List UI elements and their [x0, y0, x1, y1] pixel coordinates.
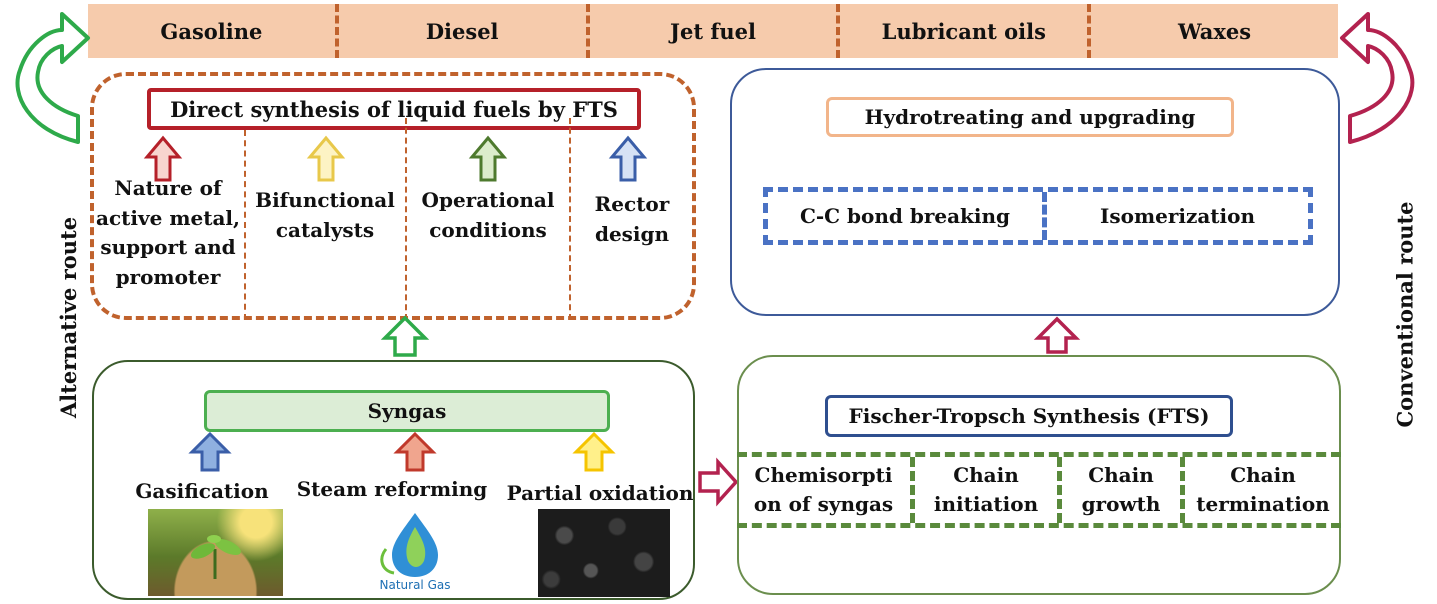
hydrotreating-panel	[730, 68, 1340, 316]
plant-sprout-icon	[190, 535, 241, 579]
step-line: Chain	[1230, 463, 1296, 487]
upgrading-steps: C-C bond breaking Isomerization	[763, 187, 1313, 245]
syngas-panel	[92, 360, 695, 600]
factor-line: catalysts	[275, 217, 375, 242]
factor-bifunctional-catalysts: Bifunctional catalysts	[248, 186, 402, 245]
product-gasoline: Gasoline	[160, 18, 263, 44]
step-chain-growth: Chain growth	[1057, 457, 1180, 523]
up-arrow-icon	[393, 431, 437, 472]
product-jet-fuel: Jet fuel	[585, 4, 837, 58]
natural-gas-logo-text: Natural Gas	[379, 578, 451, 592]
fts-panel	[737, 355, 1341, 595]
factor-line: Nature of	[114, 176, 222, 200]
direct-synthesis-title: Direct synthesis of liquid fuels by FTS	[147, 88, 641, 130]
factor-line: promoter	[115, 264, 221, 289]
natural-gas-logo: Natural Gas	[368, 509, 462, 596]
coal-image	[538, 509, 670, 597]
product-waxes: Waxes	[1087, 4, 1338, 58]
up-arrow-icon	[188, 431, 232, 472]
factor-line: Rector	[594, 192, 670, 216]
source-partial-oxidation: Partial oxidation	[506, 481, 694, 505]
water-drop-leaf-icon	[380, 513, 438, 577]
factor-line: support and	[100, 235, 236, 260]
factor-line: Operational	[421, 188, 555, 212]
step-line: termination	[1196, 492, 1330, 516]
step-chain-initiation: Chain initiation	[910, 457, 1057, 523]
up-arrow-icon	[608, 135, 648, 182]
up-arrow-icon	[572, 431, 616, 472]
product-bar: Gasoline Diesel Jet fuel Lubricant oils …	[88, 4, 1338, 58]
factor-line: design	[594, 221, 670, 246]
step-cc-bond-breaking: C-C bond breaking	[799, 204, 1011, 228]
step-line: Chemisorpti	[754, 463, 893, 487]
source-gasification: Gasification	[135, 479, 269, 503]
syngas-to-fts-arrow	[698, 457, 739, 507]
factor-line: Bifunctional	[255, 188, 395, 212]
factor-divider	[569, 118, 571, 320]
alternative-route-arrow	[15, 12, 90, 144]
up-arrow-icon	[143, 135, 183, 182]
up-arrow-icon	[468, 135, 508, 182]
step-isomerization: Isomerization	[1042, 192, 1308, 240]
factor-rector-design: Rector design	[574, 190, 690, 249]
step-chain-termination: Chain termination	[1180, 457, 1341, 523]
direct-synthesis-panel	[90, 72, 696, 320]
step-chemisorption: Chemisorpti on of syngas	[737, 457, 910, 523]
step-line: growth	[1081, 492, 1161, 516]
factor-divider	[405, 118, 407, 320]
factor-line: active metal,	[96, 205, 240, 230]
fts-title: Fischer-Tropsch Synthesis (FTS)	[825, 395, 1233, 437]
step-line: initiation	[933, 492, 1039, 516]
factor-operational-conditions: Operational conditions	[410, 186, 566, 245]
step-line: on of syngas	[753, 492, 894, 516]
step-line: Chain	[1088, 463, 1154, 487]
conventional-route-arrow	[1340, 12, 1415, 144]
factor-line: conditions	[429, 217, 547, 242]
factor-divider	[244, 130, 246, 320]
up-arrow-icon	[306, 135, 346, 182]
fts-to-hydro-arrow	[1033, 316, 1081, 354]
product-diesel: Diesel	[334, 4, 586, 58]
source-steam-reforming: Steam reforming	[296, 477, 488, 501]
syngas-title: Syngas	[204, 390, 610, 432]
biomass-image	[148, 509, 283, 596]
product-lubricant-oils: Lubricant oils	[836, 4, 1087, 58]
hydrotreating-title: Hydrotreating and upgrading	[826, 97, 1234, 137]
step-line: Chain	[953, 463, 1019, 487]
syngas-to-direct-arrow	[380, 315, 430, 357]
factor-active-metal: Nature of active metal, support and prom…	[96, 174, 240, 292]
